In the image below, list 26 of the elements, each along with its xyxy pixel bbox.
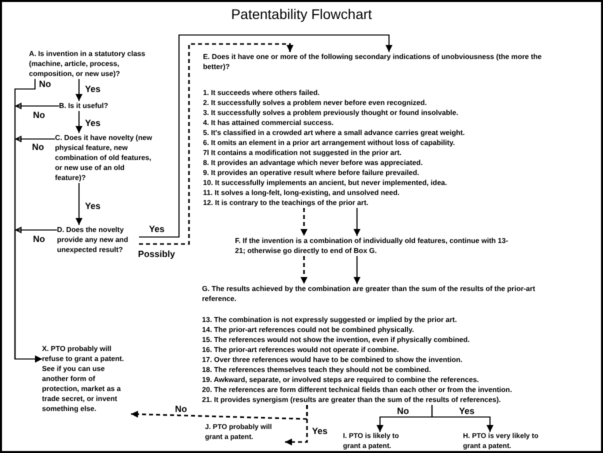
edge-label: Yes — [84, 118, 102, 128]
arrow — [300, 256, 308, 284]
edge-label: No — [32, 110, 46, 120]
arrow — [139, 43, 294, 245]
edge-label: Yes — [84, 84, 102, 94]
edge-label: No — [396, 406, 410, 416]
edge-label: No — [38, 79, 52, 89]
arrow — [14, 226, 58, 362]
title: Patentability Flowchart — [230, 6, 373, 22]
arrow — [76, 183, 82, 225]
arrow — [76, 111, 82, 133]
arrow — [354, 208, 360, 236]
arrow — [300, 208, 308, 236]
edge-label: Yes — [458, 406, 476, 416]
arrow — [139, 34, 392, 238]
arrow — [76, 79, 82, 101]
edge-label: No — [32, 234, 46, 244]
edge-label: Yes — [84, 201, 102, 211]
edge-label: No — [31, 142, 45, 152]
arrow — [285, 405, 308, 446]
edge-label: No — [174, 404, 188, 414]
edge-label: Yes — [311, 426, 329, 436]
edge-label: Possibly — [137, 249, 176, 259]
arrow — [431, 405, 494, 432]
arrow — [354, 256, 360, 284]
edge-label: Yes — [148, 224, 166, 234]
